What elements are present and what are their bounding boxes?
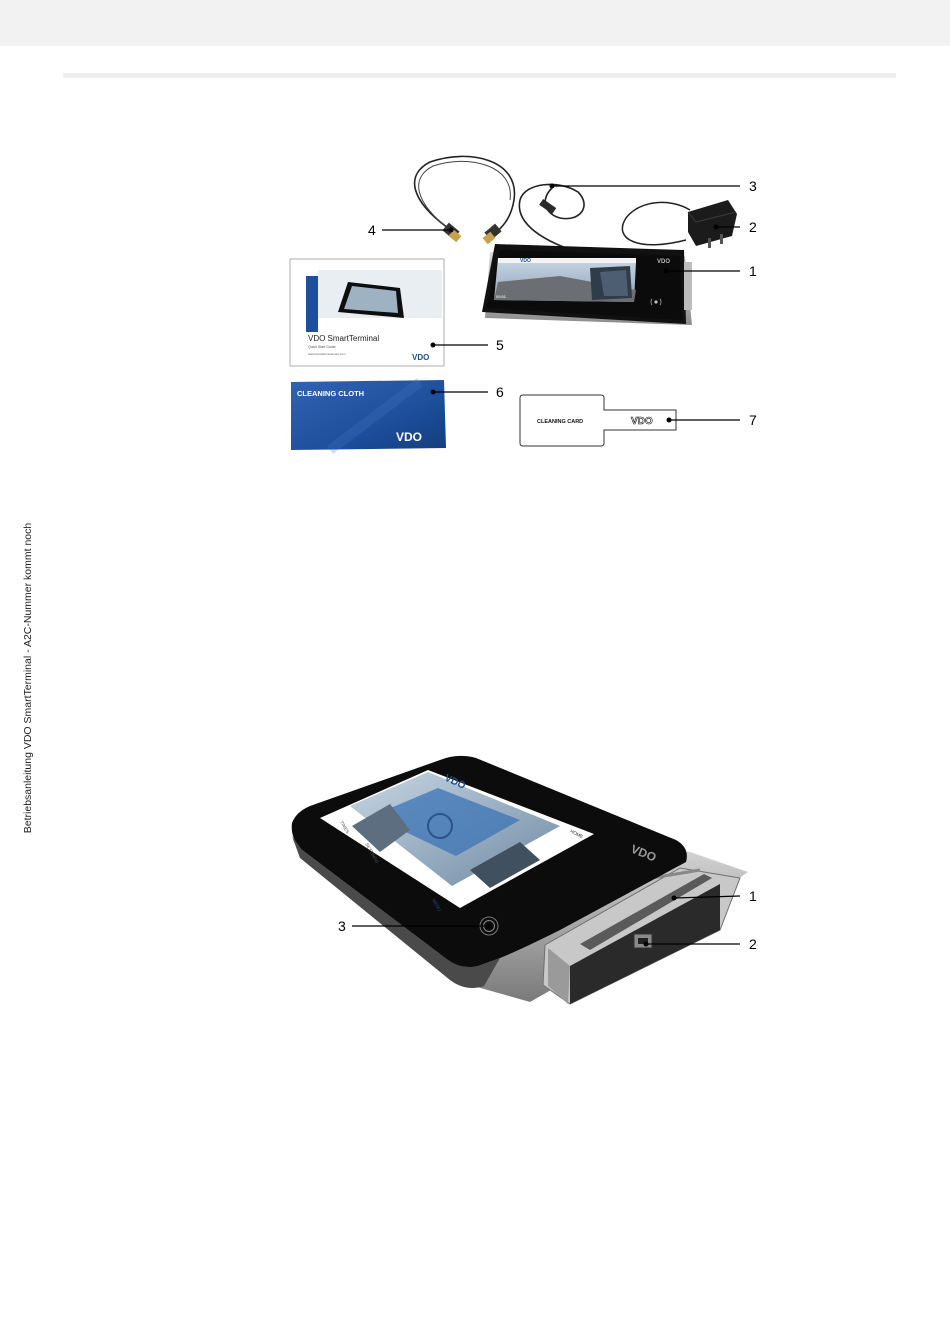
sidebar-note-text: Betriebsanleitung VDO SmartTerminal - A2… — [22, 523, 34, 833]
callout-7: 7 — [749, 412, 757, 428]
terminal-device-large: VDO HOME TIMES SETTINGS MENU VDO — [292, 756, 748, 1004]
figure-package-contents: VDO 09:51 VDO VDO SmartTerminal Quick St… — [0, 0, 950, 470]
callout-4: 4 — [368, 222, 376, 238]
cleaning-card: CLEANING CARD VDO — [520, 395, 676, 446]
callout-3: 3 — [749, 178, 757, 194]
guide-brand: VDO — [412, 353, 429, 362]
guide-url: www.smartterminal.vdo.com — [308, 352, 346, 356]
terminal-bezel-brand: VDO — [657, 259, 670, 265]
guide-subtitle: Quick Start Guide — [308, 345, 336, 349]
callout-6: 6 — [496, 384, 504, 400]
cleaning-cloth: CLEANING CLOTH VDO — [291, 380, 446, 450]
callout-1: 1 — [749, 263, 757, 279]
nfc-icon — [480, 917, 498, 935]
power-adapter — [622, 200, 737, 248]
cloth-brand: VDO — [396, 430, 422, 444]
terminal-screen-brand: VDO — [520, 258, 531, 264]
callout-3: 3 — [338, 918, 346, 934]
callout-2: 2 — [749, 219, 757, 235]
menu-home: HOME — [570, 828, 584, 839]
screen-brand: VDO — [443, 773, 467, 792]
menu-menu: MENU — [431, 898, 442, 912]
quick-start-guide: VDO SmartTerminal Quick Start Guide www.… — [290, 259, 444, 366]
terminal-cable — [519, 184, 584, 248]
callout-1: 1 — [749, 888, 757, 904]
menu-times: TIMES — [339, 820, 350, 834]
terminal-screen-time: 09:51 — [496, 294, 507, 299]
card-brand: VDO — [631, 416, 653, 427]
smart-terminal-device: VDO 09:51 VDO — [482, 244, 692, 325]
bezel-brand: VDO — [629, 842, 658, 865]
menu-settings: SETTINGS — [364, 842, 380, 864]
card-label: CLEANING CARD — [537, 419, 583, 425]
cloth-label: CLEANING CLOTH — [297, 389, 364, 398]
figure2-callouts: 1 2 3 — [338, 888, 757, 952]
callout-2: 2 — [749, 936, 757, 952]
callout-5: 5 — [496, 337, 504, 353]
guide-title: VDO SmartTerminal — [308, 334, 379, 343]
usb-cable — [415, 156, 515, 244]
